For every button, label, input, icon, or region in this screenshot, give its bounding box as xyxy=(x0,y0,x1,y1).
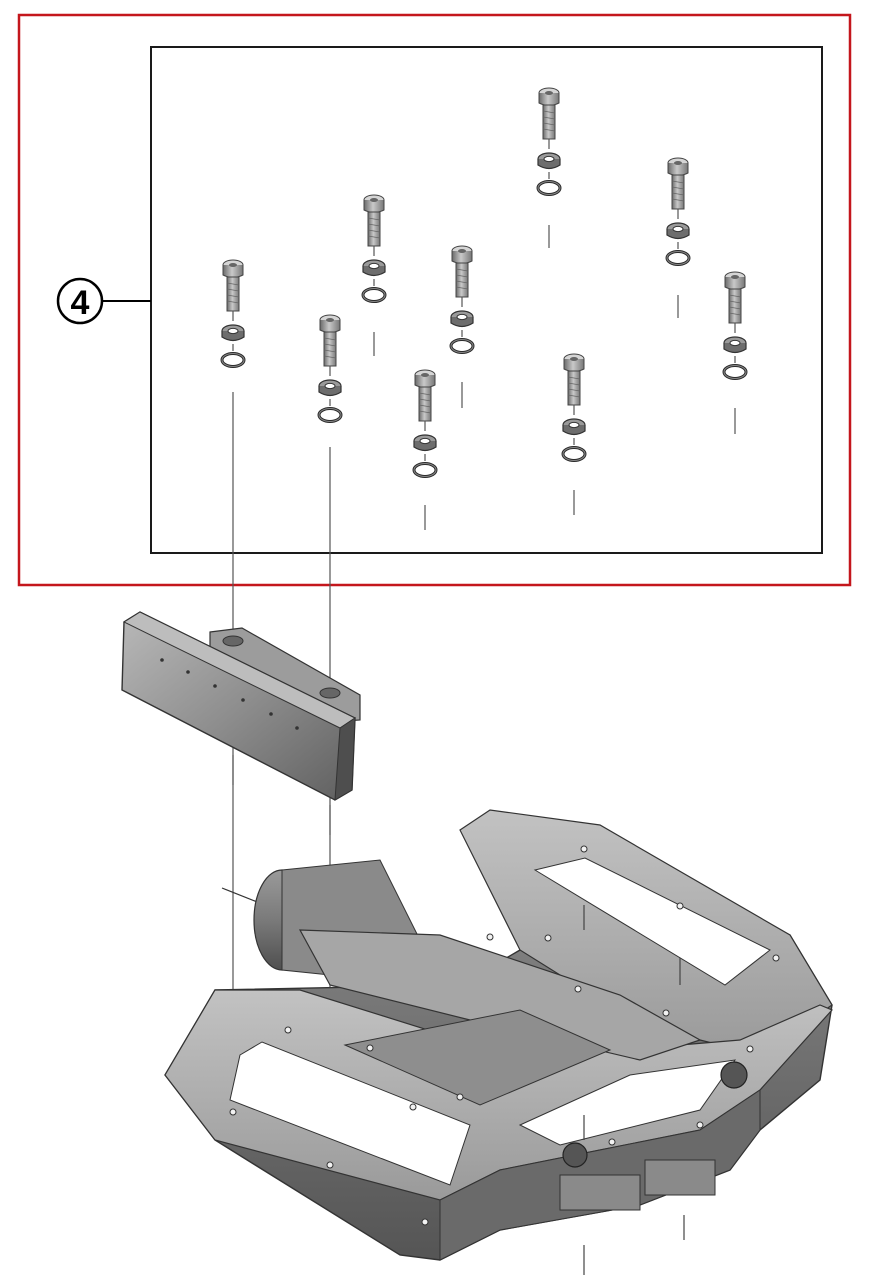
callout-marker: 4 xyxy=(56,277,151,325)
highlight-frame xyxy=(17,13,852,587)
pedal-body xyxy=(164,809,834,1275)
pin-set xyxy=(561,352,587,515)
pin-set xyxy=(412,368,438,530)
pin-set xyxy=(449,244,475,408)
pin-set xyxy=(536,86,562,248)
pin-set xyxy=(665,156,691,318)
pin-set xyxy=(361,193,387,356)
reflector-block xyxy=(121,611,361,835)
parts-box xyxy=(150,46,823,554)
callout-number: 4 xyxy=(71,284,90,322)
pin-set xyxy=(722,270,748,434)
